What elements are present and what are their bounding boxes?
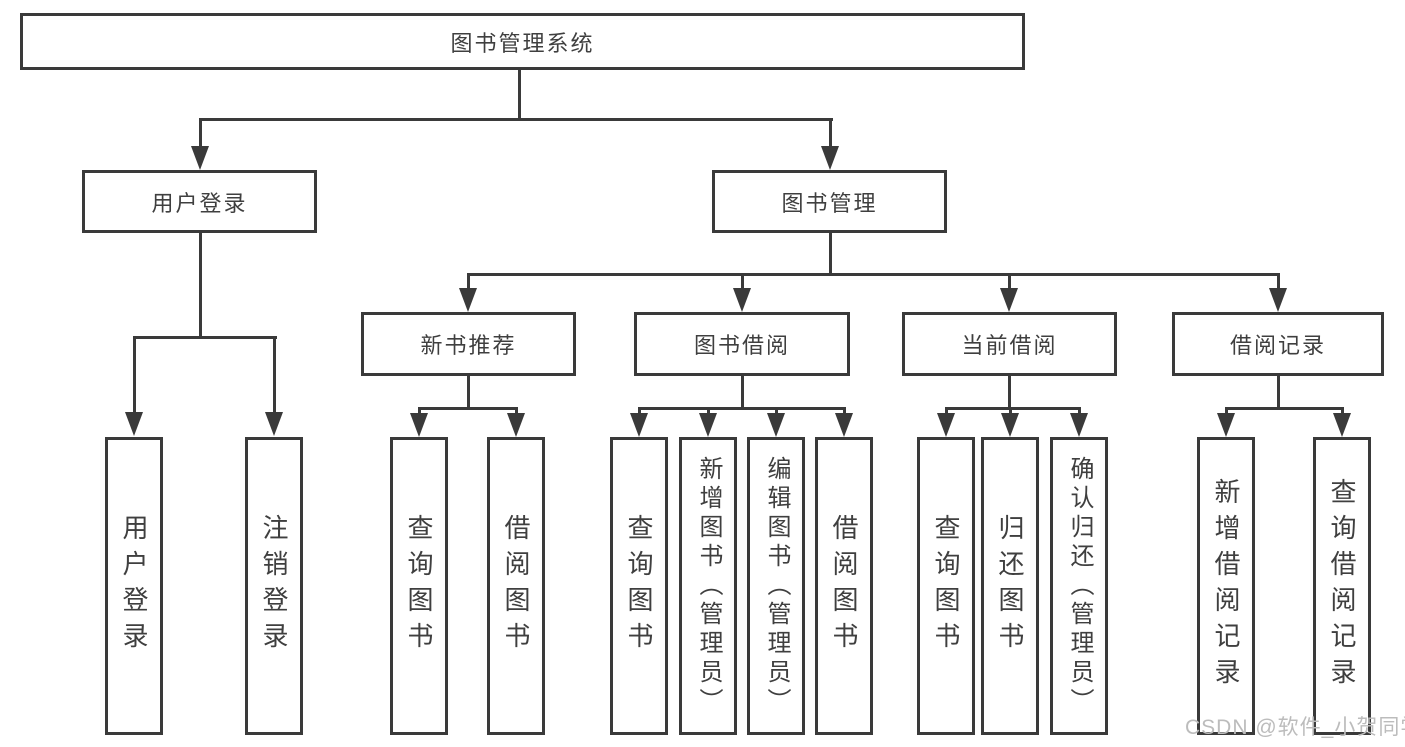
connector-mgmt-stub	[829, 233, 832, 273]
connector-login-rail	[133, 336, 277, 339]
connector-stem	[1078, 407, 1081, 415]
leaf-edit-books-admin: 编辑图书（管理员）	[747, 437, 805, 735]
node-book-borrow: 图书借阅	[634, 312, 850, 376]
connector-stem	[1225, 407, 1228, 415]
arrowhead	[507, 413, 525, 437]
connector-borrow-stub	[741, 376, 744, 407]
connector-stem	[843, 407, 846, 415]
arrowhead	[125, 412, 143, 436]
node-new-book-recommend: 新书推荐	[361, 312, 576, 376]
connector-stem	[945, 407, 948, 415]
leaf-logout: 注销登录	[245, 437, 303, 735]
connector-rec-rail	[418, 407, 518, 410]
connector-stem	[638, 407, 641, 415]
connector-stem	[1341, 407, 1344, 415]
connector-stem	[707, 407, 710, 415]
connector-stem	[775, 407, 778, 415]
connector-stem	[741, 273, 744, 290]
connector-stem	[467, 273, 470, 290]
arrowhead	[1333, 413, 1351, 437]
connector-stem	[1008, 273, 1011, 290]
connector-stem	[133, 336, 136, 414]
arrowhead	[1001, 413, 1019, 437]
leaf-borrow-books-recommend: 借阅图书	[487, 437, 545, 735]
arrowhead	[767, 413, 785, 437]
leaf-return-books: 归还图书	[981, 437, 1039, 735]
arrowhead	[1269, 288, 1287, 312]
node-book-management: 图书管理	[712, 170, 947, 233]
arrowhead	[937, 413, 955, 437]
connector-level3-rail	[467, 273, 1280, 276]
leaf-query-books-recommend: 查询图书	[390, 437, 448, 735]
leaf-query-borrow-record: 查询借阅记录	[1313, 437, 1371, 735]
leaf-query-books-current: 查询图书	[917, 437, 975, 735]
leaf-add-books-admin: 新增图书（管理员）	[679, 437, 737, 735]
arrowhead	[630, 413, 648, 437]
connector-current-stub	[1008, 376, 1011, 407]
arrowhead	[821, 146, 839, 170]
node-user-login: 用户登录	[82, 170, 317, 233]
leaf-borrow-books: 借阅图书	[815, 437, 873, 735]
arrowhead	[410, 413, 428, 437]
connector-login-stub	[199, 233, 202, 336]
node-current-borrow: 当前借阅	[902, 312, 1117, 376]
connector-stem	[829, 118, 832, 148]
arrowhead	[699, 413, 717, 437]
connector-current-rail	[945, 407, 1081, 410]
arrowhead	[1070, 413, 1088, 437]
connector-stem	[273, 336, 276, 414]
connector-stem	[199, 118, 202, 148]
leaf-confirm-return-admin: 确认归还（管理员）	[1050, 437, 1108, 735]
connector-stem	[515, 407, 518, 415]
arrowhead	[1217, 413, 1235, 437]
arrowhead	[459, 288, 477, 312]
arrowhead	[835, 413, 853, 437]
connector-rec-stub	[467, 376, 470, 407]
connector-root-stub	[518, 70, 521, 118]
leaf-query-books-borrow: 查询图书	[610, 437, 668, 735]
connector-history-stub	[1277, 376, 1280, 407]
leaf-user-login: 用户登录	[105, 437, 163, 735]
leaf-add-borrow-record: 新增借阅记录	[1197, 437, 1255, 735]
connector-history-rail	[1225, 407, 1344, 410]
connector-borrow-rail	[638, 407, 846, 410]
csdn-watermark: CSDN @软件_小贺同学	[1185, 716, 1405, 739]
arrowhead	[191, 146, 209, 170]
arrowhead	[733, 288, 751, 312]
arrowhead	[1000, 288, 1018, 312]
arrowhead	[265, 412, 283, 436]
connector-stem	[1009, 407, 1012, 415]
connector-stem	[1277, 273, 1280, 290]
connector-level2-rail	[199, 118, 833, 121]
node-borrow-records: 借阅记录	[1172, 312, 1384, 376]
connector-stem	[418, 407, 421, 415]
node-root-library-system: 图书管理系统	[20, 13, 1025, 70]
